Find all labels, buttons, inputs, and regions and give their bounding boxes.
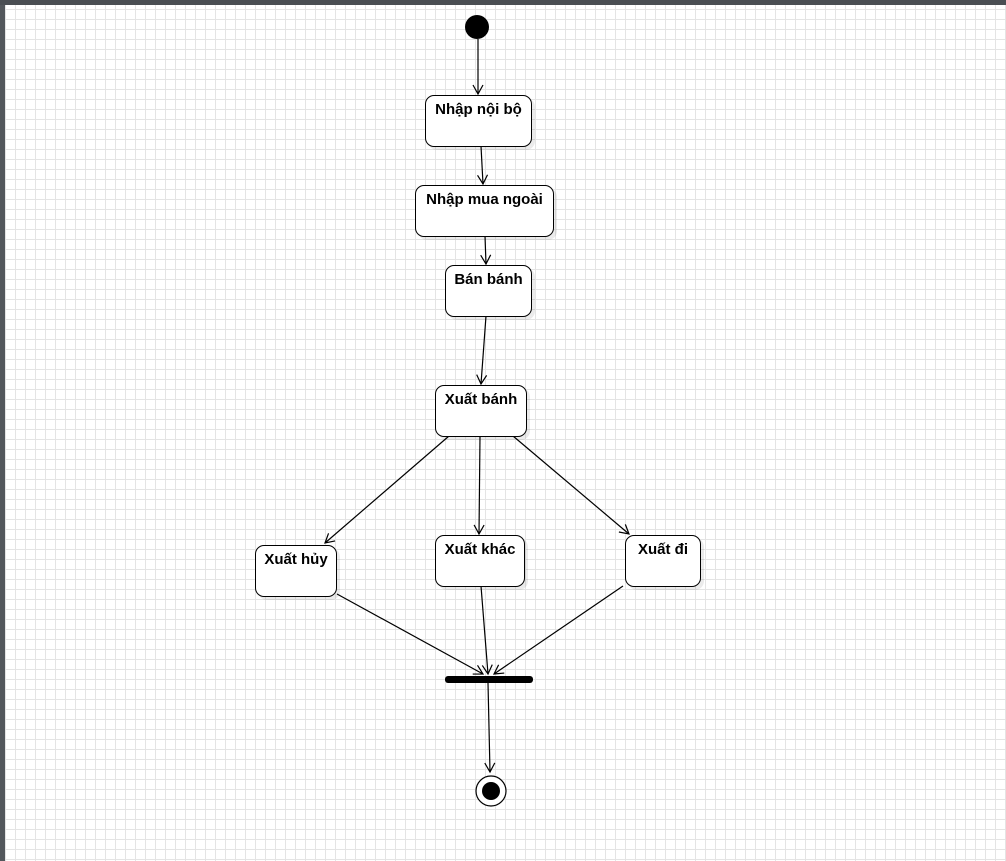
initial-node[interactable] xyxy=(465,15,489,39)
edge-ban-banh-to-xuat-banh xyxy=(476,315,488,386)
edge-nhap-mua-ngoai-to-ban-banh xyxy=(480,235,492,266)
activity-xuat-di[interactable]: Xuất đi xyxy=(625,535,701,587)
diagram-canvas[interactable]: Nhập nội bộ Nhập mua ngoài Bán bánh Xuất… xyxy=(5,5,1006,861)
edge-xuat-banh-to-xuat-huy xyxy=(324,435,450,544)
activity-xuat-khac[interactable]: Xuất khác xyxy=(435,535,525,587)
edge-xuat-di-to-join-bar xyxy=(492,585,624,675)
activity-nhap-noi-bo[interactable]: Nhập nội bộ xyxy=(425,95,532,147)
edge-join-bar-to-end xyxy=(484,682,496,774)
edge-nhap-noi-bo-to-nhap-mua-ngoai xyxy=(477,145,489,186)
window-top-border xyxy=(0,0,1006,5)
activity-xuat-banh[interactable]: Xuất bánh xyxy=(435,385,527,437)
final-node[interactable] xyxy=(475,775,507,807)
diagram-connectors xyxy=(324,15,630,807)
join-bar[interactable] xyxy=(445,676,533,683)
activity-nhap-mua-ngoai[interactable]: Nhập mua ngoài xyxy=(415,185,554,237)
activity-ban-banh[interactable]: Bán bánh xyxy=(445,265,532,317)
edge-xuat-khac-to-join-bar xyxy=(480,585,493,676)
edge-xuat-banh-to-xuat-di xyxy=(512,435,630,535)
window-left-border xyxy=(0,5,5,861)
edge-xuat-banh-to-xuat-khac xyxy=(473,435,485,536)
edge-xuat-huy-to-join-bar xyxy=(336,593,485,675)
activity-xuat-huy[interactable]: Xuất hủy xyxy=(255,545,337,597)
